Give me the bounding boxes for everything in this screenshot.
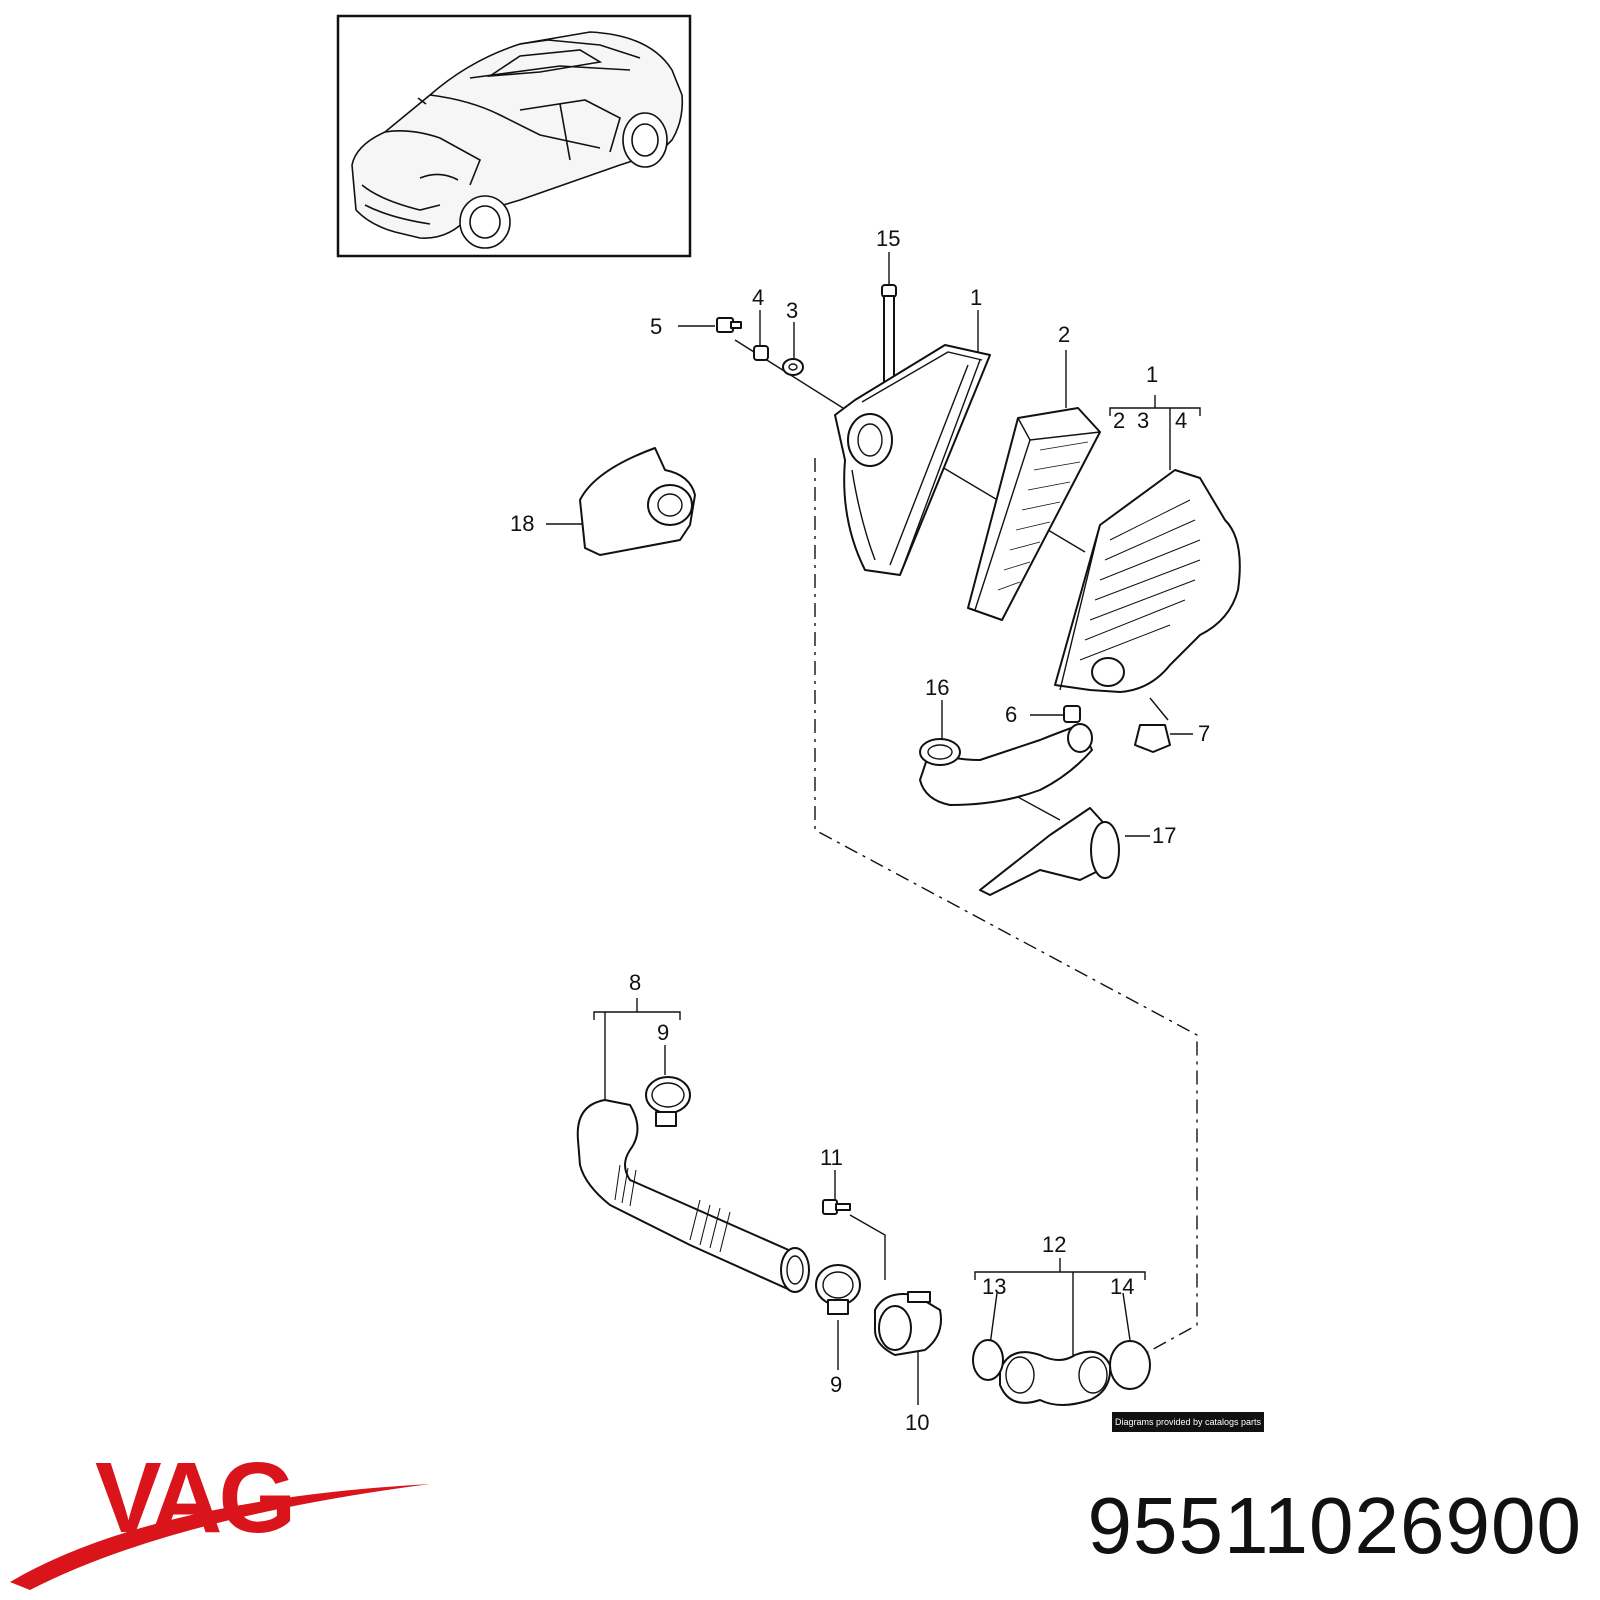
callout-3: 3 [786,298,798,323]
assembly-line [814,458,1198,1353]
intake-pipe-8 [576,1099,810,1293]
callout-11: 11 [820,1145,843,1170]
callout-4-group: 4 [1175,408,1187,433]
callout-8: 8 [629,970,641,995]
callout-14: 14 [1110,1274,1134,1299]
diagram-credit: Diagrams provided by catalogs parts [1112,1412,1264,1432]
airbox-upper-1 [1054,469,1241,693]
callout-labels: 15 1 4 3 5 2 1 2 3 4 18 16 6 7 17 8 9 11… [510,226,1210,1435]
bolt-5 [716,317,742,333]
vehicle-overview [336,14,692,258]
air-filter-2 [967,407,1101,621]
air-duct-17 [979,807,1120,896]
seal-13 [972,1339,1004,1381]
intake-hose-16 [919,723,1093,806]
callout-1: 1 [970,285,982,310]
callout-10: 10 [905,1410,929,1435]
callout-12: 12 [1042,1232,1066,1257]
clip-7 [1134,724,1171,753]
callout-7: 7 [1198,721,1210,746]
callout-4: 4 [752,285,764,310]
callout-5: 5 [650,314,662,339]
screw-11 [822,1199,851,1215]
callout-6: 6 [1005,702,1017,727]
airflow-sensor-10 [874,1291,942,1356]
grommet-6 [1063,705,1081,723]
hose-clamp-9-upper [645,1076,691,1127]
hardware-top [716,284,897,387]
suv-illustration [351,31,684,249]
grommet-3 [782,358,804,376]
vag-logo-text: VAG [95,1442,292,1554]
seal-14 [1109,1340,1151,1390]
callout-16: 16 [925,675,949,700]
callout-13: 13 [982,1274,1006,1299]
airbox-lower-1 [834,344,991,576]
air-deflector-18 [579,447,696,556]
callout-2: 2 [1058,322,1070,347]
callout-9-upper: 9 [657,1020,669,1045]
callout-18: 18 [510,511,534,536]
callout-3-group: 3 [1137,408,1149,433]
callout-15: 15 [876,226,900,251]
pin-15 [881,284,897,387]
sleeve-4 [753,345,769,361]
callout-17: 17 [1152,823,1176,848]
elbow-connector-12 [999,1350,1112,1406]
part-number: 95511026900 [1087,1481,1582,1570]
callout-2-group: 2 [1113,408,1125,433]
callout-1-group: 1 [1146,362,1158,387]
callout-9-lower: 9 [830,1372,842,1397]
vag-logo: VAG [10,1442,430,1590]
hose-clamp-9-lower [815,1264,861,1315]
